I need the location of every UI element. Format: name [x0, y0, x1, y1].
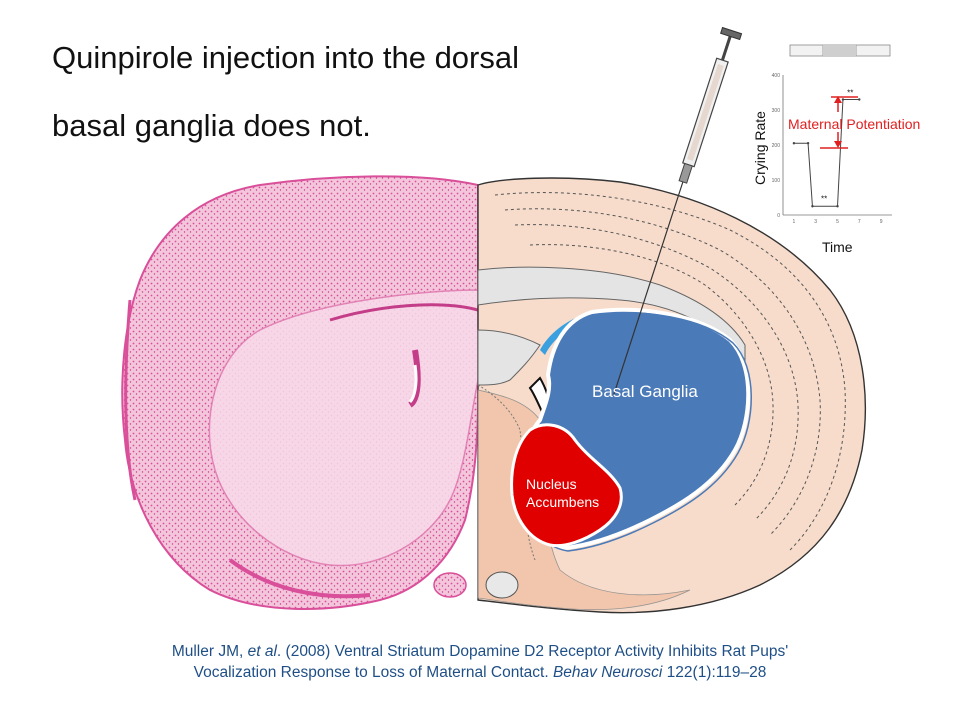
x-tick-label: 3 — [814, 219, 817, 225]
nucleus-accumbens-label: Nucleus Accumbens — [526, 475, 599, 511]
citation-part-3: 122(1):119–28 — [662, 664, 767, 681]
y-tick-label: 400 — [772, 73, 781, 79]
crying-rate-chart: 400 300 200 100 0 1 3 5 7 9 ** ** — [772, 44, 892, 225]
crying-rate-point — [836, 205, 839, 208]
crying-rate-point — [841, 98, 845, 101]
chart-x-label: Time — [822, 239, 853, 255]
slide-title-line-2: basal ganglia does not. — [52, 108, 371, 143]
crying-rate-point — [792, 142, 796, 145]
nissl-stained-hemisphere — [121, 175, 478, 610]
slide-title-line-1: Quinpirole injection into the dorsal — [52, 40, 519, 75]
small-nissl-section — [433, 572, 467, 598]
syringe-icon — [612, 26, 743, 397]
x-tick-label: 1 — [793, 219, 796, 225]
x-tick-label: 7 — [858, 219, 861, 225]
x-tick-label: 9 — [880, 219, 883, 225]
crying-rate-line — [793, 99, 860, 207]
nucleus-label-line-1: Nucleus — [526, 476, 577, 492]
citation-etal: et al — [247, 643, 277, 660]
x-tick-label: 5 — [836, 219, 839, 225]
citation-part-1: . (2008) Ventral Striatum Dopamine D2 Re… — [276, 643, 789, 660]
citation: Muller JM, et al. (2008) Ventral Striatu… — [0, 641, 960, 683]
basal-ganglia-label: Basal Ganglia — [592, 382, 698, 401]
citation-line-1: Muller JM, et al. (2008) Ventral Striatu… — [0, 641, 960, 662]
crying-rate-point — [858, 98, 861, 101]
y-tick-label: 100 — [772, 178, 781, 184]
chart-title: Maternal Potentiation — [788, 116, 921, 132]
significance-annotation-1: ** — [821, 194, 827, 203]
significance-annotation-2: ** — [847, 89, 853, 98]
y-tick-label: 0 — [777, 213, 780, 219]
y-tick-label: 300 — [772, 108, 781, 114]
nucleus-accumbens-region — [510, 423, 623, 548]
citation-part-2: Vocalization Response to Loss of Materna… — [193, 664, 553, 681]
nucleus-label-line-2: Accumbens — [526, 494, 600, 510]
citation-authors: Muller JM, — [171, 643, 248, 660]
citation-journal: Behav Neurosci — [552, 664, 663, 681]
chart-y-label: Crying Rate — [752, 111, 768, 185]
citation-line-2: Vocalization Response to Loss of Materna… — [0, 662, 960, 683]
crying-rate-point — [811, 205, 814, 208]
y-tick-label: 200 — [772, 143, 781, 149]
crying-rate-point — [806, 142, 810, 145]
